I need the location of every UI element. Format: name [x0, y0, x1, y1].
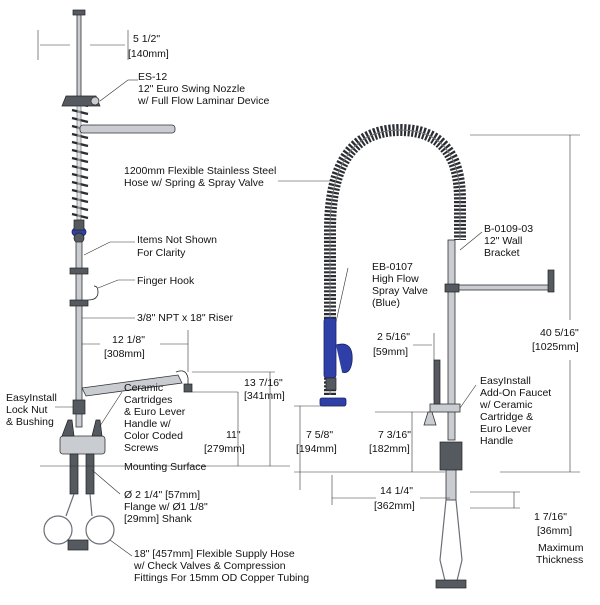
- supply-hose-callout: 18" [457mm] Flexible Supply Hose w/ Chec…: [109, 539, 309, 584]
- addon-line1: EasyInstall: [480, 375, 531, 387]
- dim-11-label: 11": [226, 429, 241, 441]
- flange-line3: [29mm] Shank: [124, 513, 192, 525]
- flange-callout: Ø 2 1/4" [57mm] Flange w/ Ø1 1/8" [29mm]…: [91, 469, 208, 525]
- supply-line2: w/ Check Valves & Compression: [133, 560, 286, 572]
- dim-spray-heights: 7 5/8" [194mm] 7 3/16" [182mm]: [294, 405, 445, 490]
- lock-nut-callout: EasyInstall Lock Nut & Bushing: [6, 392, 73, 428]
- dim-5-half: 5 1/2" [140mm]: [37, 30, 169, 60]
- hose-line2: Hose w/ Spring & Spray Valve: [124, 177, 264, 189]
- eb-line1: High Flow: [372, 273, 419, 285]
- eb-line2: Spray Valve: [372, 285, 428, 297]
- ceramic-line6: Screws: [124, 442, 158, 454]
- dim-279mm-label: [279mm]: [204, 443, 245, 455]
- lock-line1: EasyInstall: [6, 392, 57, 404]
- ceramic-line4: Handle w/: [124, 418, 171, 430]
- dim-max-thickness: 1 7/16" [36mm] Maximum Thickness: [470, 491, 584, 566]
- finger-hook-label: Finger Hook: [137, 275, 195, 287]
- bracket-line2: Bracket: [484, 247, 520, 259]
- ceramic-callout: Ceramic Cartridges & Euro Lever Handle w…: [99, 382, 186, 454]
- addon-faucet-callout: EasyInstall Add-On Faucet w/ Ceramic Car…: [459, 375, 551, 447]
- flange-line2: Flange w/ Ø1 1/8": [124, 501, 208, 513]
- max-line2: Thickness: [536, 554, 583, 566]
- ceramic-line5: Color Coded: [124, 430, 183, 442]
- addon-line3: w/ Ceramic: [479, 399, 533, 411]
- dim-7-3-16-label: 7 3/16": [378, 429, 411, 441]
- lock-line3: & Bushing: [6, 416, 54, 428]
- dim-2-5-16-label: 2 5/16": [377, 331, 410, 343]
- ceramic-line3: & Euro Lever: [124, 406, 186, 418]
- flange-line1: Ø 2 1/4" [57mm]: [124, 489, 200, 501]
- eb-line3: (Blue): [372, 297, 400, 309]
- dim-2-5-16: 2 5/16" [59mm]: [373, 331, 435, 400]
- es12-line2: w/ Full Flow Laminar Device: [137, 95, 269, 107]
- riser-label: 3/8" NPT x 18" Riser: [137, 312, 233, 324]
- dim-1025mm-label: [1025mm]: [532, 341, 579, 353]
- lock-line2: Lock Nut: [6, 404, 48, 416]
- dim-140mm-label: [140mm]: [128, 48, 169, 60]
- flex-hose-callout: 1200mm Flexible Stainless Steel Hose w/ …: [124, 165, 330, 189]
- eb-code: EB-0107: [372, 261, 413, 273]
- es12-callout: ES-12 12" Euro Swing Nozzle w/ Full Flow…: [99, 71, 269, 107]
- pre-rinse-unit: [43, 232, 193, 551]
- dim-5-half-label: 5 1/2": [133, 33, 160, 45]
- ceramic-line1: Ceramic: [124, 382, 163, 394]
- supply-line3: Fittings For 15mm OD Copper Tubing: [134, 572, 309, 584]
- hose-line1: 1200mm Flexible Stainless Steel: [124, 165, 276, 177]
- ceramic-line2: Cartridges: [124, 394, 172, 406]
- riser-callouts: Items Not Shown For Clarity Finger Hook …: [82, 234, 233, 324]
- dim-7-5-8-label: 7 5/8": [306, 429, 333, 441]
- dim-36mm-label: [36mm]: [537, 525, 572, 537]
- addon-line2: Add-On Faucet: [480, 387, 551, 399]
- bracket-line1: 12" Wall: [484, 235, 522, 247]
- dim-12-1-8: 12 1/8" [308mm]: [82, 330, 189, 372]
- dim-12-1-8-label: 12 1/8": [112, 334, 145, 346]
- addon-line4: Cartridge &: [480, 411, 533, 423]
- supply-line1: 18" [457mm] Flexible Supply Hose: [134, 548, 295, 560]
- items-line2: For Clarity: [137, 247, 186, 259]
- items-line1: Items Not Shown: [137, 234, 217, 246]
- dim-left-heights: 13 7/16" [341mm] 11" [279mm]: [192, 371, 285, 466]
- dim-194mm-label: [194mm]: [296, 443, 337, 455]
- spray-valve-callout: EB-0107 High Flow Spray Valve (Blue): [335, 261, 428, 323]
- max-line1: Maximum: [538, 542, 584, 554]
- dim-14-1-4-label: 14 1/4": [380, 485, 413, 497]
- dim-14-1-4: 14 1/4" [362mm]: [331, 475, 450, 512]
- mounting-surface-label: Mounting Surface: [124, 461, 206, 473]
- dim-308mm-label: [308mm]: [104, 348, 145, 360]
- swing-nozzle-assembly: [61, 9, 176, 238]
- dim-overall-height: 40 5/16" [1025mm]: [470, 134, 580, 473]
- full-pre-rinse-assembly: [319, 123, 555, 589]
- dim-40-5-16-label: 40 5/16": [540, 327, 579, 339]
- dim-362mm-label: [362mm]: [374, 500, 415, 512]
- mounting-surface: Mounting Surface: [40, 461, 290, 473]
- dim-13-7-16-label: 13 7/16": [244, 377, 283, 389]
- dim-59mm-label: [59mm]: [373, 346, 408, 358]
- es12-code: ES-12: [138, 71, 167, 83]
- es12-line1: 12" Euro Swing Nozzle: [138, 83, 245, 95]
- dim-1-7-16-label: 1 7/16": [534, 511, 567, 523]
- wall-bracket-callout: B-0109-03 12" Wall Bracket: [459, 223, 533, 259]
- dim-182mm-label: [182mm]: [369, 443, 410, 455]
- addon-line5: Euro Lever: [480, 423, 532, 435]
- dim-341mm-label: [341mm]: [244, 390, 285, 402]
- bracket-code: B-0109-03: [484, 223, 533, 235]
- addon-line6: Handle: [480, 435, 513, 447]
